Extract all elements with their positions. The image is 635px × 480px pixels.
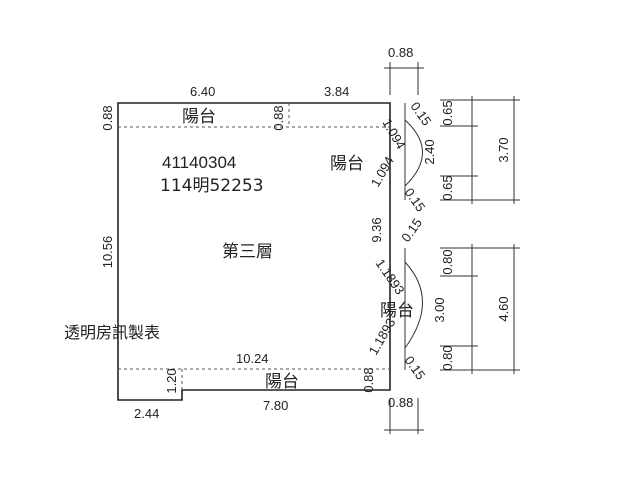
dim-upper-arc-diag-bottom: 1.094 — [368, 154, 397, 190]
dim-lower-seg-bottom: 0.80 — [440, 345, 455, 370]
room-label-balcony-right-upper: 陽台 — [330, 154, 364, 174]
dim-left-height: 10.56 — [100, 236, 115, 269]
dim-lower-seg-top: 0.80 — [440, 249, 455, 274]
room-label-balcony-top: 陽台 — [182, 107, 216, 127]
dim-lower-arc-diag-bottom: 1.1893 — [366, 316, 399, 358]
floor-label: 第三層 — [222, 242, 273, 262]
dim-lower-arc-chord-top: 0.15 — [398, 215, 425, 244]
dim-top-inner-depth: 0.88 — [271, 105, 286, 130]
dim-right-height: 9.36 — [369, 217, 384, 242]
room-label-balcony-right-lower: 陽台 — [380, 301, 414, 321]
dim-top-left-width: 6.40 — [190, 84, 215, 99]
dim-upper-total: 3.70 — [496, 137, 511, 162]
dim-top-offset: 0.88 — [388, 45, 413, 60]
dim-bottom-left-width: 2.44 — [134, 406, 159, 421]
dim-upper-arc-chord-top: 0.15 — [408, 99, 435, 128]
room-label-balcony-bottom: 陽台 — [265, 372, 299, 392]
dim-upper-seg-top: 0.65 — [440, 100, 455, 125]
record-id-2: 114明52253 — [160, 176, 264, 196]
dim-upper-arc-chord-bottom: 0.15 — [402, 185, 429, 214]
dim-lower-arc-span: 3.00 — [432, 297, 447, 322]
dim-upper-arc-diag-top: 1.094 — [379, 116, 408, 152]
dim-lower-total: 4.60 — [496, 296, 511, 321]
lower-bay-arc — [404, 261, 423, 349]
watermark-text: 透明房訊製表 — [64, 323, 160, 342]
dim-bottom-right-width: 7.80 — [263, 398, 288, 413]
dim-upper-arc-span: 2.40 — [422, 139, 437, 164]
dim-bottom-depth: 0.88 — [361, 367, 376, 392]
dim-upper-seg-bottom: 0.65 — [440, 175, 455, 200]
upper-bay-arc — [404, 119, 423, 187]
dim-lower-arc-chord-bottom: 0.15 — [402, 353, 429, 382]
dim-bottom-step-height: 1.20 — [164, 368, 179, 393]
dim-bottom-total-width: 10.24 — [236, 351, 269, 366]
dim-bottom-offset: 0.88 — [388, 395, 413, 410]
dim-left-top-depth: 0.88 — [100, 105, 115, 130]
record-id-1: 41140304 — [162, 153, 236, 172]
dim-top-right-width: 3.84 — [324, 84, 349, 99]
